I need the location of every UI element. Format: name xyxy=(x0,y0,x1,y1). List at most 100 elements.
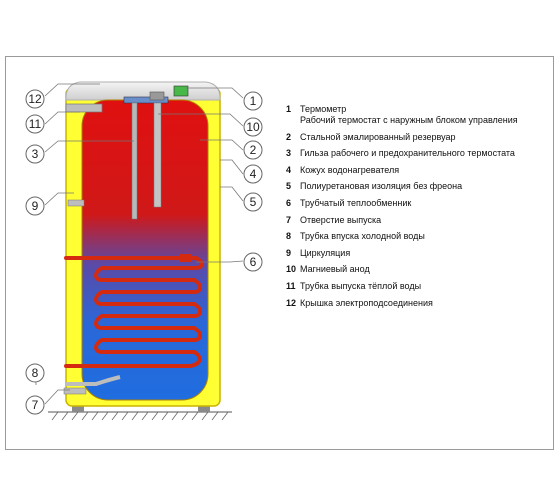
legend-text-wrap: Трубка выпуска тёплой воды xyxy=(300,281,554,292)
legend-number: 1 xyxy=(286,104,292,114)
callout-number: 7 xyxy=(32,398,39,412)
callout-circle xyxy=(243,252,263,272)
legend-number: 11 xyxy=(286,280,296,291)
coil-port-top xyxy=(180,254,192,262)
legend-item: 7 Отверстие выпуска xyxy=(286,215,554,226)
callout-circle xyxy=(25,144,45,164)
callout-circle xyxy=(243,91,263,111)
legend-text: Кожух водонагревателя xyxy=(300,164,400,175)
leader-lines xyxy=(35,83,244,405)
steel-tank xyxy=(81,99,209,401)
callout-number: 10 xyxy=(246,120,260,134)
callout-6: 6 xyxy=(243,252,263,272)
legend-number: 5 xyxy=(286,181,292,192)
legend-text-wrap: Гильза рабочего и предохранительного тер… xyxy=(300,148,554,159)
callout-number: 11 xyxy=(29,117,42,131)
thermostat-sleeve xyxy=(131,102,138,220)
callout-5: 5 xyxy=(243,192,263,212)
cold-water-inlet-pipe xyxy=(66,375,121,386)
anode-top xyxy=(149,91,165,101)
callout-circle xyxy=(25,196,45,216)
legend-number: 9 xyxy=(286,247,292,258)
callout-circle xyxy=(25,363,45,383)
legend-item: 8 Трубка впуска холодной воды xyxy=(286,231,554,242)
legend-text: Стальной эмалированный резервуар xyxy=(300,131,456,142)
callout-2: 2 xyxy=(243,140,263,160)
legend-text-wrap: Трубка впуска холодной воды xyxy=(300,231,554,242)
callout-number: 3 xyxy=(32,147,39,161)
legend-text: Полиуретановая изоляция без фреона xyxy=(300,181,463,192)
legend-number: 2 xyxy=(286,131,292,142)
legend-text: Трубка впуска холодной воды xyxy=(300,231,425,242)
callout-circle xyxy=(243,164,263,184)
legend-item: 6 Трубчатый теплообменник xyxy=(286,198,554,209)
legend-text: Трубка выпуска тёплой воды xyxy=(300,280,422,291)
legend-text-wrap: Крышка электроподсоединения xyxy=(300,298,554,309)
legend-number: 8 xyxy=(286,231,292,242)
legend-item: 4 Кожух водонагревателя xyxy=(286,165,554,176)
legend-item: 3 Гильза рабочего и предохранительного те… xyxy=(286,148,554,159)
legend-text: Циркуляция xyxy=(300,247,351,258)
legend-text-wrap: Циркуляция xyxy=(300,248,554,259)
ground xyxy=(48,411,232,421)
legend-text: Термометр xyxy=(300,104,347,114)
callout-number: 2 xyxy=(250,143,257,157)
callout-3: 3 xyxy=(25,144,45,164)
callout-circle xyxy=(243,117,263,137)
callout-number: 5 xyxy=(250,195,257,209)
callout-number: 12 xyxy=(28,92,42,106)
legend-item: 9 Циркуляция xyxy=(286,248,554,259)
callout-8: 8 xyxy=(25,363,45,383)
callout-11: 11 xyxy=(25,114,45,134)
legend-item: 2 Стальной эмалированный резервуар xyxy=(286,132,554,143)
legend-text-wrap: Отверстие выпуска xyxy=(300,215,554,226)
callout-circle xyxy=(25,114,45,134)
legend-item: 5 Полиуретановая изоляция без фреона xyxy=(286,181,554,192)
legend-number: 12 xyxy=(286,297,297,308)
callout-circle xyxy=(243,192,263,212)
callout-number: 4 xyxy=(250,167,257,181)
callout-circle xyxy=(25,395,45,415)
callout-circle xyxy=(25,89,45,109)
control-block xyxy=(123,96,169,104)
legend-number: 10 xyxy=(286,264,297,275)
legend-text: Отверстие выпуска xyxy=(300,214,382,225)
callout-10: 10 xyxy=(243,117,263,137)
callout-9: 9 xyxy=(25,196,45,216)
legend-text: Трубчатый теплообменник xyxy=(300,197,412,208)
legend-text-wrap: Кожух водонагревателя xyxy=(300,165,554,176)
legend-text-wrap: Магниевый анод xyxy=(300,264,554,275)
legend-number: 6 xyxy=(286,197,292,208)
callout-number: 6 xyxy=(250,255,257,269)
callout-number: 9 xyxy=(32,199,39,213)
legend-number: 4 xyxy=(286,164,292,175)
thermometer-head xyxy=(173,85,189,97)
warm-water-outlet-pipe xyxy=(65,103,103,113)
callout-group: 12 11 3 9 8 7 1 10 2 4 5 6 xyxy=(25,89,263,415)
legend-number: 3 xyxy=(286,148,292,159)
legend-text-wrap: Стальной эмалированный резервуар xyxy=(300,132,554,143)
callout-number: 8 xyxy=(32,366,39,380)
legend-subtext: Рабочий термостат с наружным блоком упра… xyxy=(300,115,518,125)
legend-text-wrap: Полиуретановая изоляция без фреона xyxy=(300,181,554,192)
legend-text-wrap: Трубчатый теплообменник xyxy=(300,198,554,209)
magnesium-anode xyxy=(153,102,162,208)
circulation-port xyxy=(67,199,85,207)
callout-7: 7 xyxy=(25,395,45,415)
legend-number: 7 xyxy=(286,214,292,225)
drain-outlet xyxy=(63,387,87,395)
legend-text: Магниевый анод xyxy=(300,264,370,275)
legend-item: 11 Трубка выпуска тёплой воды xyxy=(286,281,554,292)
callout-12: 12 xyxy=(25,89,45,109)
callout-4: 4 xyxy=(243,164,263,184)
callout-number: 1 xyxy=(250,94,257,108)
legend-text: Крышка электроподсоединения xyxy=(300,297,433,308)
legend-text: Гильза рабочего и предохранительного тер… xyxy=(300,148,515,159)
callout-1: 1 xyxy=(243,91,263,111)
